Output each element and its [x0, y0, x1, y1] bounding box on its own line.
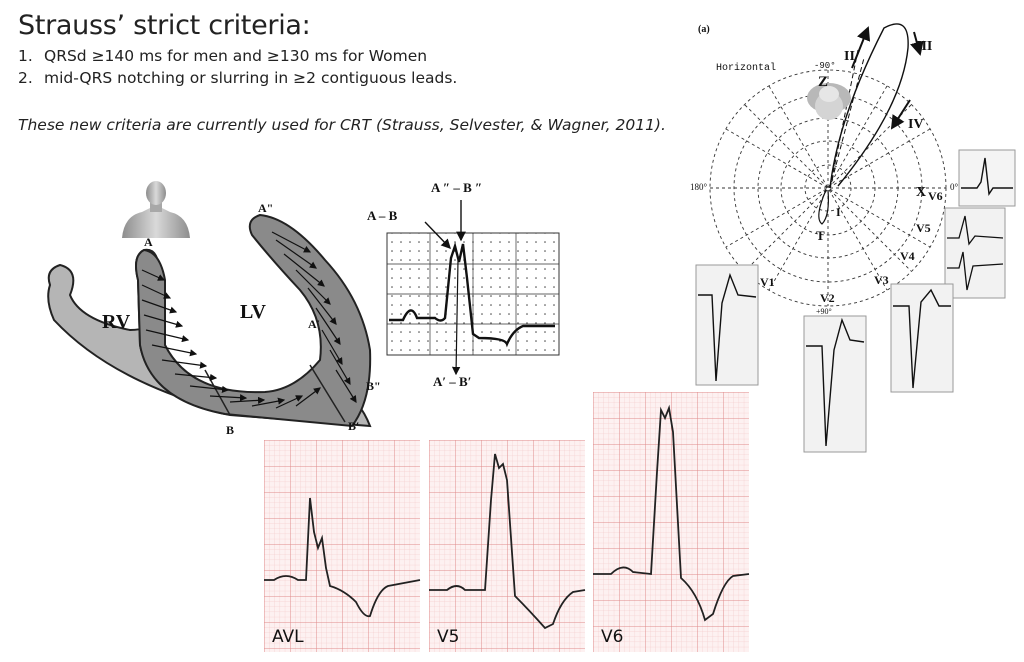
ecg-inset-trace	[389, 241, 555, 348]
point-a-label: A	[144, 235, 153, 249]
slide-title: Strauss’ strict criteria:	[18, 10, 311, 41]
angle-top-label: -90°	[814, 61, 836, 71]
ecg-trace-v5	[429, 453, 586, 630]
ecg-strip-v5: V5	[429, 440, 586, 652]
angle-right-label: 0°	[950, 182, 959, 192]
ecg-trace-v6	[593, 404, 750, 622]
lead-v6-label: V6	[928, 189, 943, 203]
loop-i-label: I	[836, 205, 841, 219]
lead-v5-label: V5	[916, 221, 931, 235]
point-b1-label: B′	[348, 419, 359, 433]
lead-v4-label: V4	[900, 249, 915, 263]
plane-label: Horizontal	[716, 62, 776, 74]
point-a1-label: A′	[308, 317, 320, 331]
angle-left-label: 180°	[690, 182, 708, 192]
lead-v2-label: V2	[820, 291, 835, 305]
head-top-view-icon	[807, 83, 851, 120]
rv-label: RV	[102, 311, 131, 333]
crt-citation-note: These new criteria are currently used fo…	[18, 116, 666, 134]
loop-ii-label: II	[844, 49, 855, 64]
criterion-2: 2.mid-QRS notching or slurring in ≥2 con…	[18, 69, 458, 87]
criterion-1: 1.QRSd ≥140 ms for men and ≥130 ms for W…	[18, 47, 428, 65]
axis-z-label: Z	[818, 74, 828, 90]
ecg-strip-v6: V6	[593, 392, 750, 652]
lead-strip-v1-small	[695, 264, 759, 386]
human-figure-icon	[122, 181, 190, 238]
loop-iv-label: IV	[908, 117, 924, 132]
axis-x-label: X	[916, 185, 926, 200]
lead-strip-v6-small	[958, 149, 1016, 207]
lead-strip-v5-small	[944, 207, 1006, 299]
loop-iii-label: III	[916, 39, 932, 54]
ecg-strip-avl: AVL	[264, 440, 421, 652]
ecg-strip-v5-label: V5	[437, 627, 459, 647]
ecg-top-label: A ″ – B ″	[431, 180, 482, 195]
lv-label: LV	[240, 301, 267, 323]
ecg-strip-avl-label: AVL	[272, 627, 304, 647]
ecg-strip-v6-label: V6	[601, 627, 623, 647]
point-b2-label: B"	[366, 379, 381, 393]
lead-strip-v2-small	[803, 315, 867, 453]
lead-v3-label: V3	[874, 273, 889, 287]
angle-bottom-label: +90°	[816, 307, 832, 316]
criteria-list: 1.QRSd ≥140 ms for men and ≥130 ms for W…	[18, 45, 457, 89]
lead-v1-label: V1	[760, 275, 775, 289]
point-b-label: B	[226, 423, 234, 437]
lead-strip-v3-small	[890, 283, 954, 393]
t-wave-label: T	[816, 228, 825, 243]
vector-loop-diagram: (a) Horizontal -90° 180° 0° +90° II III …	[690, 23, 959, 316]
ecg-inset-diagram: A ″ – B ″ A – B A′ – B′	[367, 180, 560, 389]
heart-ventricle-diagram: RV LV A A" A′ B B′ B"	[47, 201, 381, 437]
ecg-trace-avl	[264, 497, 421, 618]
panel-label: (a)	[698, 24, 710, 35]
vector-loop-path	[829, 23, 909, 189]
point-a2-label: A"	[258, 201, 273, 215]
ecg-left-label: A – B	[367, 208, 398, 223]
ecg-bottom-label: A′ – B′	[433, 374, 471, 389]
